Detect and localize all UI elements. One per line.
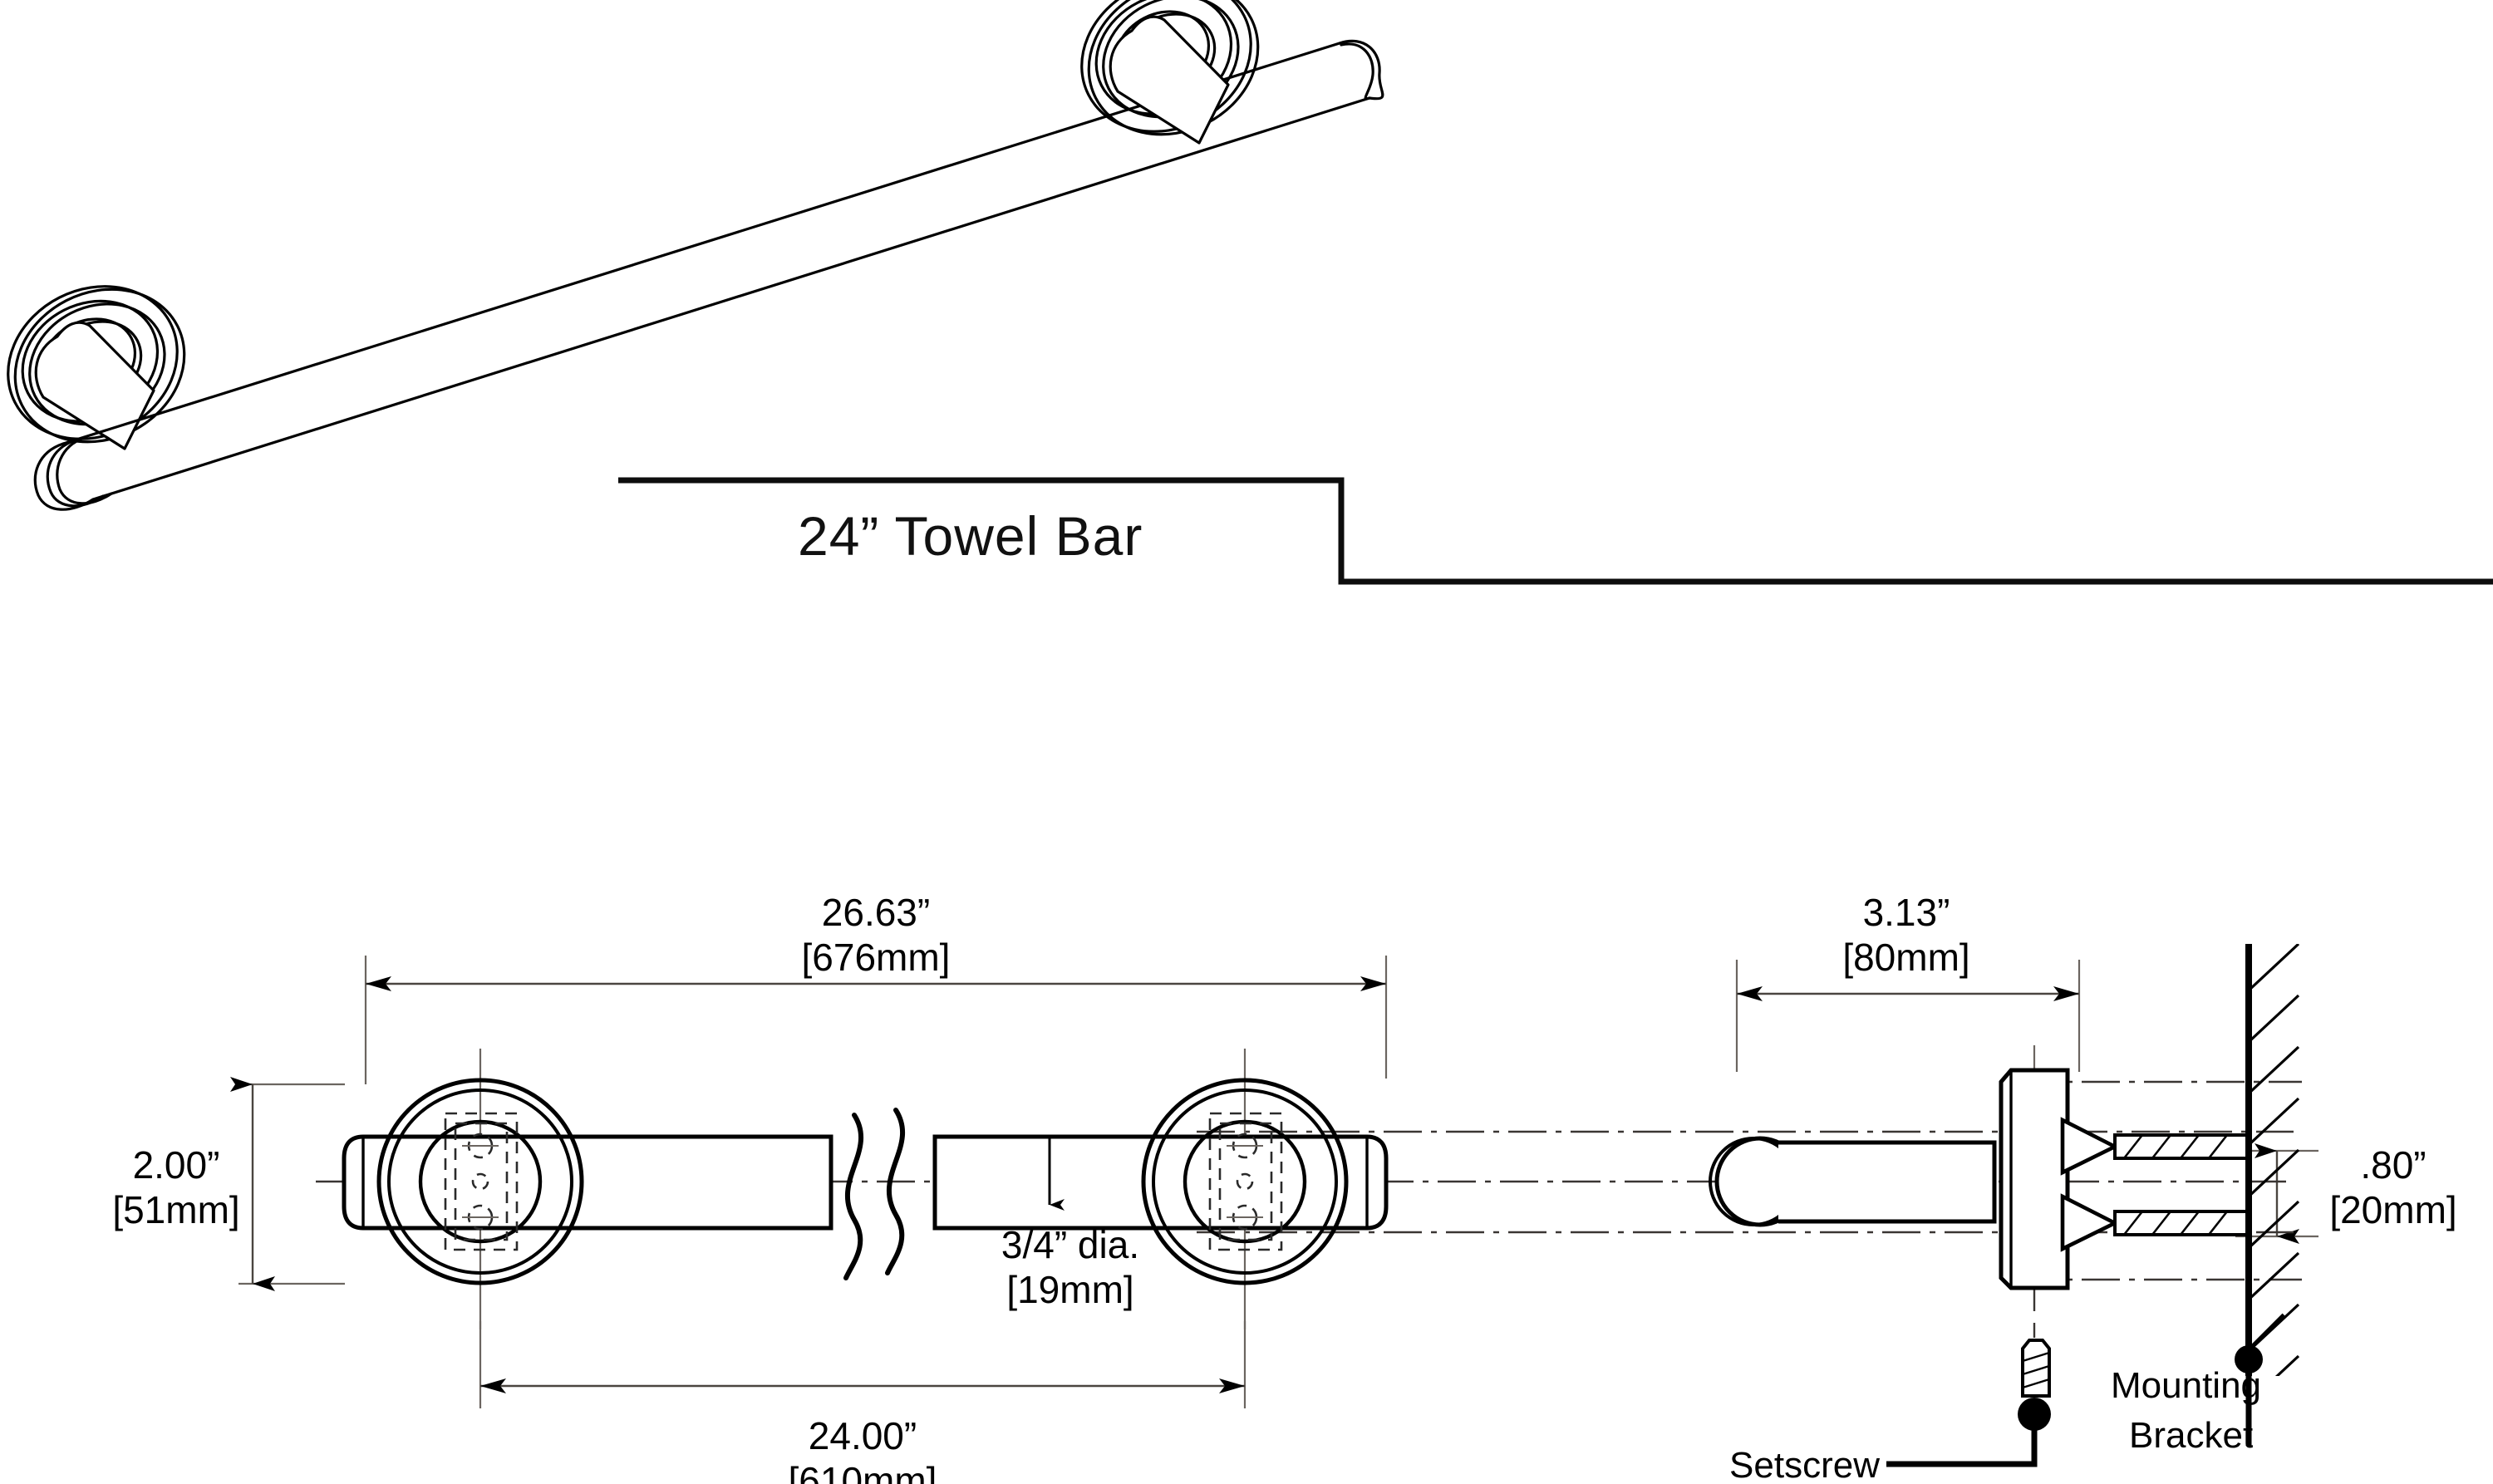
dimension-bar-diameter-imperial: 3/4” dia. — [1001, 1223, 1139, 1266]
callout-labels: Setscrew Mounting Bracket — [1729, 1365, 2261, 1484]
dimension-rosette-diameter-metric: [51mm] — [112, 1188, 239, 1231]
dimension-center-to-center-imperial: 24.00” — [809, 1414, 917, 1457]
iso-bar-left-endcap-inner2 — [56, 436, 113, 505]
dimension-overall-length-metric: [676mm] — [802, 936, 951, 979]
wall-hatching — [2249, 944, 2300, 1376]
drawing-title: 24” Towel Bar — [798, 505, 1143, 567]
title-banner: 24” Towel Bar — [618, 477, 2493, 585]
iso-bar-left-endcap — [33, 442, 95, 511]
dimension-labels: 26.63” [676mm] 2.00” [51mm] 3/4” dia. [1… — [112, 891, 2456, 1484]
hidden-bracket-outline — [1208, 1112, 1283, 1251]
dimension-bracket-projection-imperial: 3.13” — [1863, 891, 1950, 934]
wall-section — [2245, 944, 2300, 1376]
setscrew-leader-line — [1886, 1414, 2038, 1467]
callout-mounting-bracket-label-line1: Mounting — [2111, 1365, 2261, 1406]
callout-leaders — [1886, 1313, 2285, 1467]
front-elevation-view — [230, 944, 2318, 1467]
callout-mounting-bracket-label-line2: Bracket — [2129, 1415, 2253, 1456]
dimension-overall-length-imperial: 26.63” — [822, 891, 930, 934]
front-bar-endcap-lines — [361, 1137, 1369, 1228]
dimension-center-to-center-metric: [610mm] — [789, 1459, 937, 1484]
mounting-bracket-leader-tick — [2247, 1313, 2285, 1351]
screw-upper — [2060, 1117, 2250, 1176]
iso-left-post — [34, 321, 155, 450]
break-symbol — [843, 1108, 906, 1280]
screw-hole-crosshairs — [462, 1145, 499, 1218]
dimension-rosette-diameter-imperial: 2.00” — [133, 1143, 220, 1187]
dimension-bar-diameter-metric: [19mm] — [1006, 1268, 1133, 1311]
mounting-screws — [2060, 1117, 2250, 1252]
iso-bar-bottom-edge — [91, 96, 1371, 501]
setscrew-part — [2021, 1339, 2051, 1398]
hidden-bracket-outline — [444, 1112, 519, 1251]
front-left-rosette — [376, 1078, 584, 1285]
screw-hole-crosshairs — [1227, 1145, 1263, 1218]
front-right-rosette — [1141, 1078, 1349, 1285]
dimension-screw-spacing-imperial: .80” — [2360, 1143, 2426, 1187]
front-bar — [342, 1134, 1389, 1231]
screw-lower — [2060, 1193, 2250, 1252]
dimension-lines — [230, 976, 2299, 1393]
dimension-screw-spacing-metric: [20mm] — [2329, 1188, 2456, 1231]
iso-right-post — [1109, 15, 1230, 145]
callout-setscrew-label: Setscrew — [1729, 1445, 1880, 1484]
iso-bar-right-endcap-inner — [1340, 42, 1374, 101]
isometric-towel-bar-view — [7, 0, 1384, 511]
dimension-bracket-projection-metric: [80mm] — [1842, 936, 1969, 979]
mounting-bracket-assembly — [1709, 1068, 2070, 1290]
iso-bar-right-endcap — [1338, 39, 1384, 101]
bracket-shaft — [1778, 1140, 1997, 1224]
